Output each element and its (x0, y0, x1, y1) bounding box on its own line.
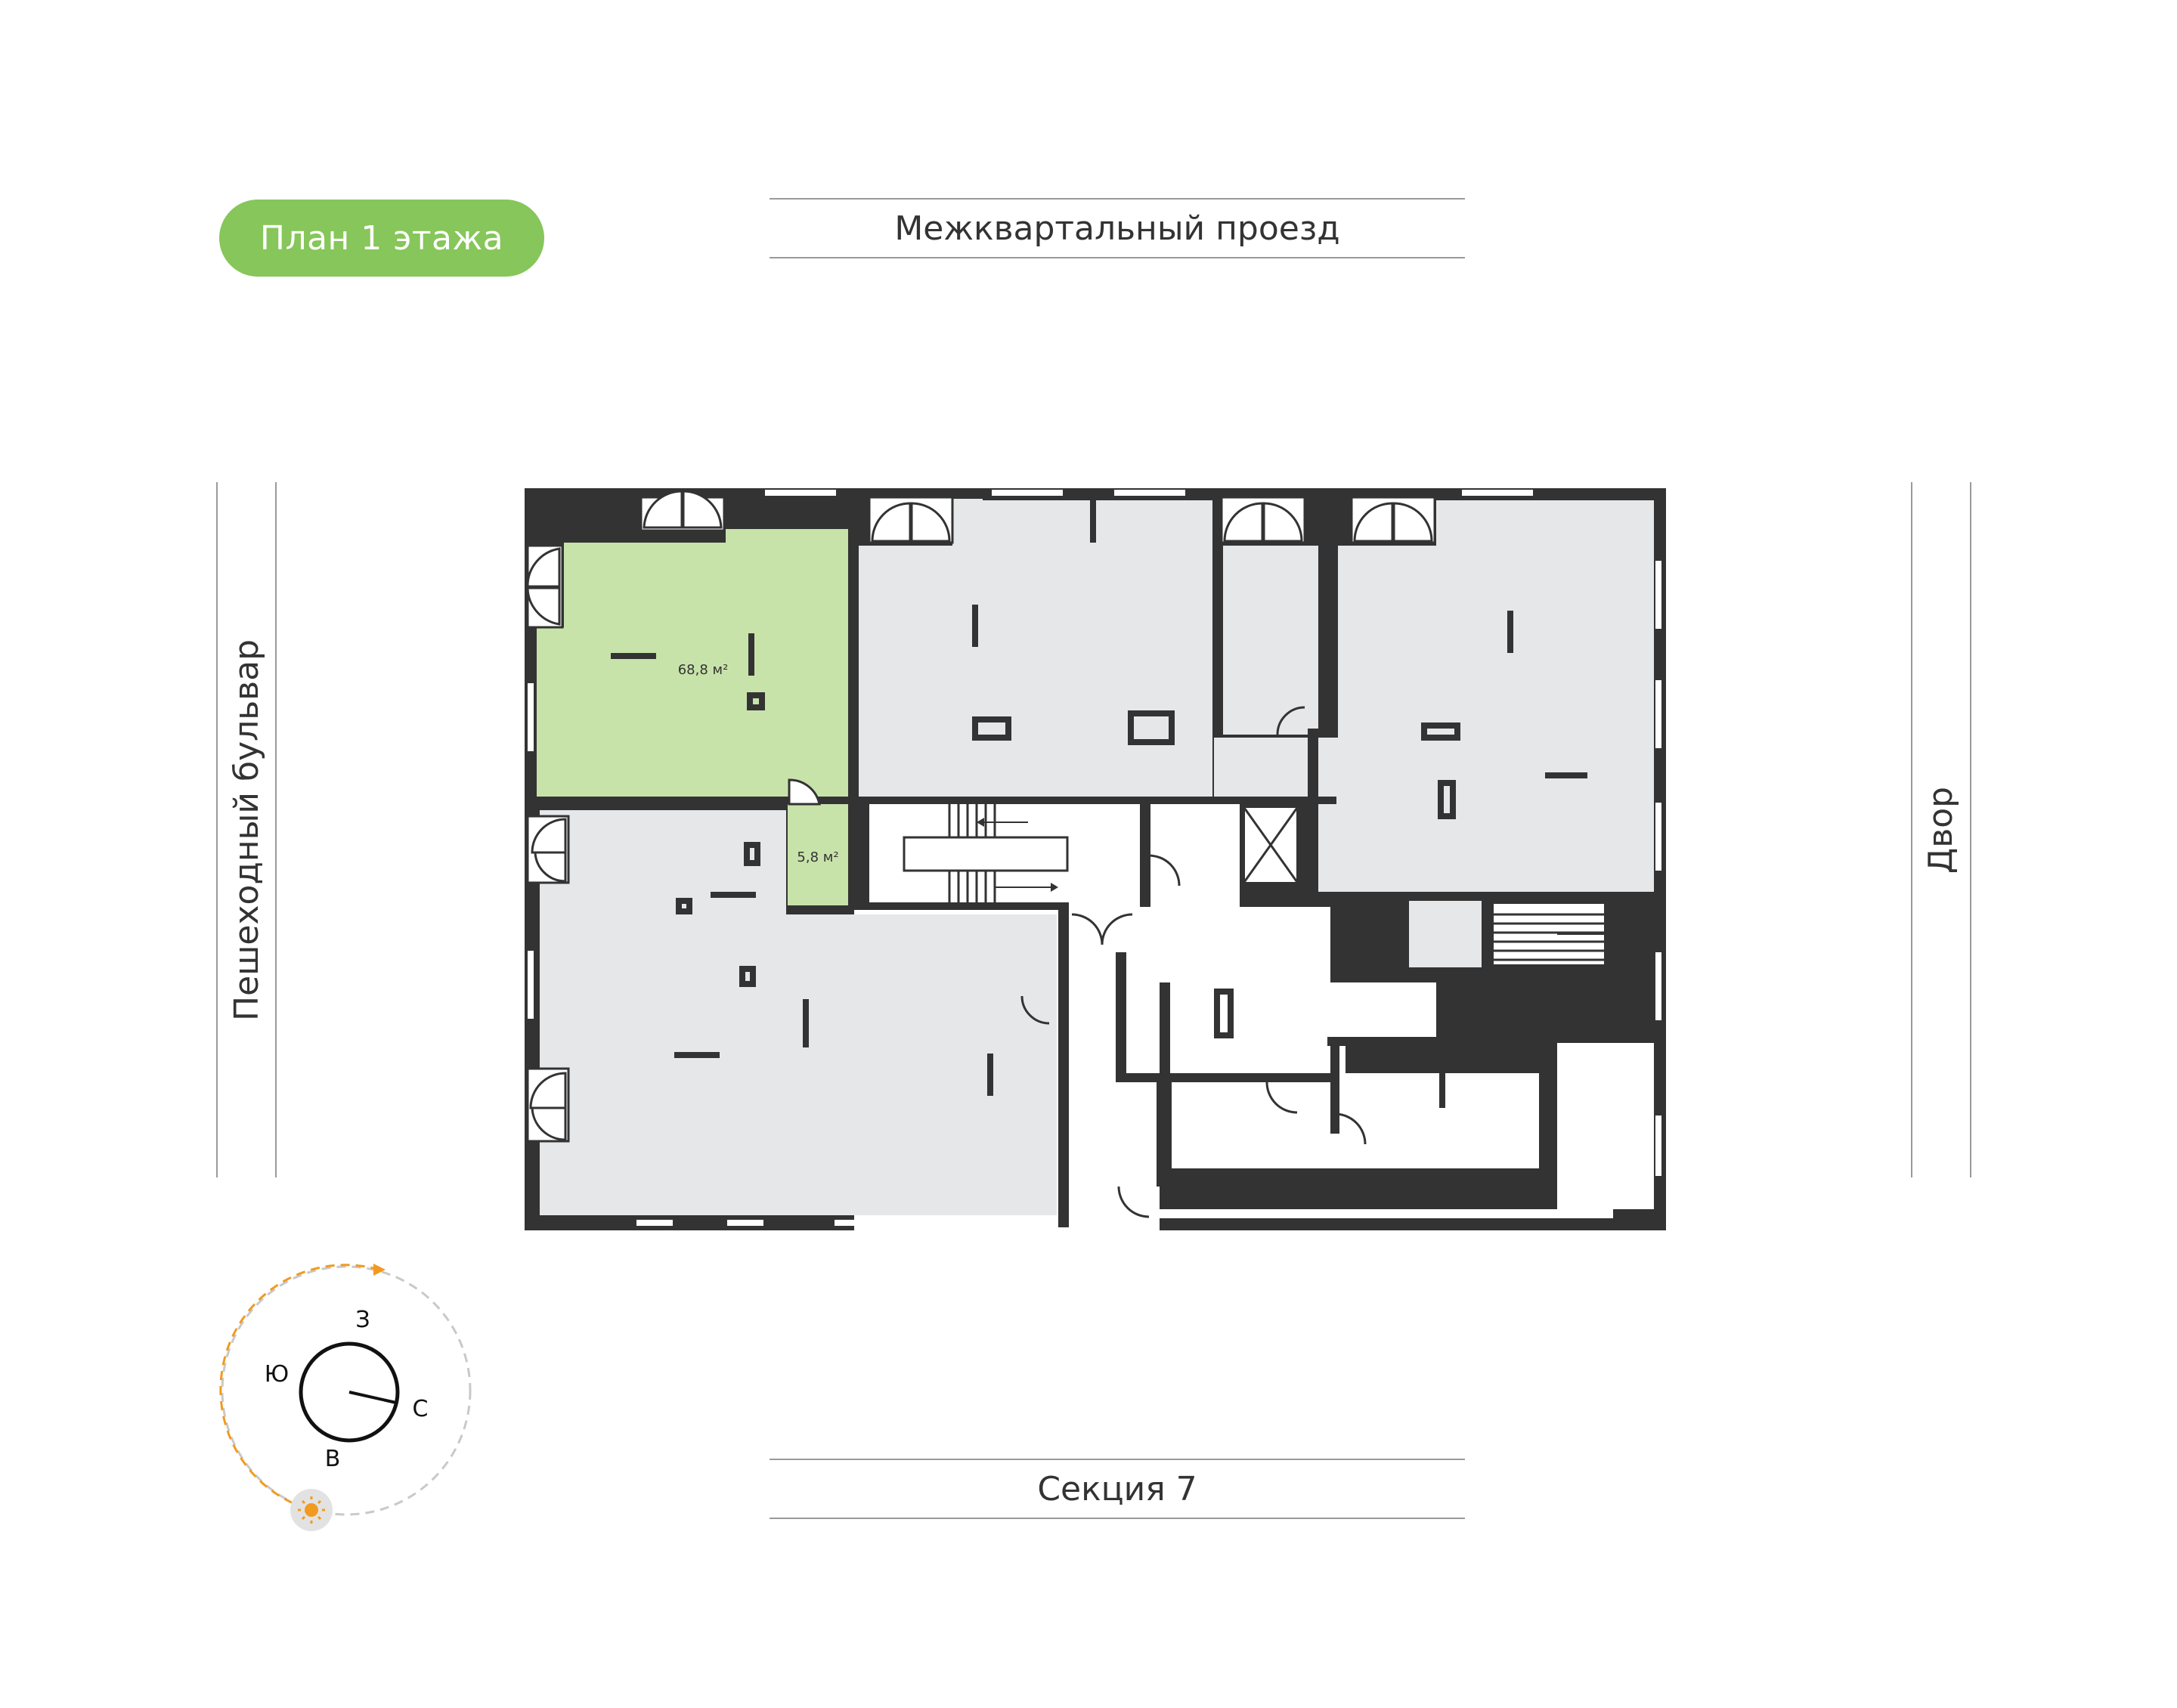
staircase-left (903, 804, 1069, 902)
street-bottom: Секция 7 (770, 1459, 1465, 1519)
selected-unit[interactable] (537, 529, 854, 905)
selected-small-room-area-label: 5,8 м² (797, 849, 838, 865)
unit-bottom-left (540, 810, 1057, 1215)
columns (611, 494, 1587, 1108)
unit-top-right (1318, 500, 1654, 896)
white-core (869, 804, 1654, 1218)
compass-south-label: Ю (265, 1361, 289, 1388)
sun-path-arrow (373, 1264, 386, 1276)
elevator (1240, 803, 1301, 886)
compass-needle (348, 1391, 397, 1404)
selected-room-small (788, 801, 854, 905)
compass-north-label: С (413, 1396, 429, 1422)
street-top: Межквартальный проезд (770, 198, 1465, 258)
wc-c (1398, 901, 1492, 967)
street-bottom-label: Секция 7 (1037, 1469, 1197, 1508)
compass: З Ю С В (219, 1264, 472, 1531)
wc-a (1214, 738, 1309, 800)
floor-plan-badge[interactable]: План 1 этажа (219, 200, 544, 277)
interior-doors (1020, 706, 1468, 1218)
window-openings (528, 490, 1661, 1226)
street-right: Двор (1911, 482, 1971, 1177)
entrance-doors (526, 490, 1436, 1143)
staircase-right (1494, 904, 1604, 964)
sun-icon (290, 1489, 333, 1531)
compass-east-label: В (325, 1446, 341, 1472)
street-left: Пешеходный бульвар (216, 482, 277, 1177)
selected-room-area-label: 68,8 м² (678, 662, 729, 678)
wc-b (975, 916, 1057, 992)
stair-arrows (977, 818, 1616, 939)
selected-room-main (537, 529, 848, 797)
compass-west-label: З (355, 1307, 370, 1333)
floor-plan-label: План 1 этажа (259, 218, 504, 258)
shafts (676, 692, 1460, 1038)
street-top-label: Межквартальный проезд (894, 209, 1340, 248)
partition-walls (529, 493, 1663, 1227)
